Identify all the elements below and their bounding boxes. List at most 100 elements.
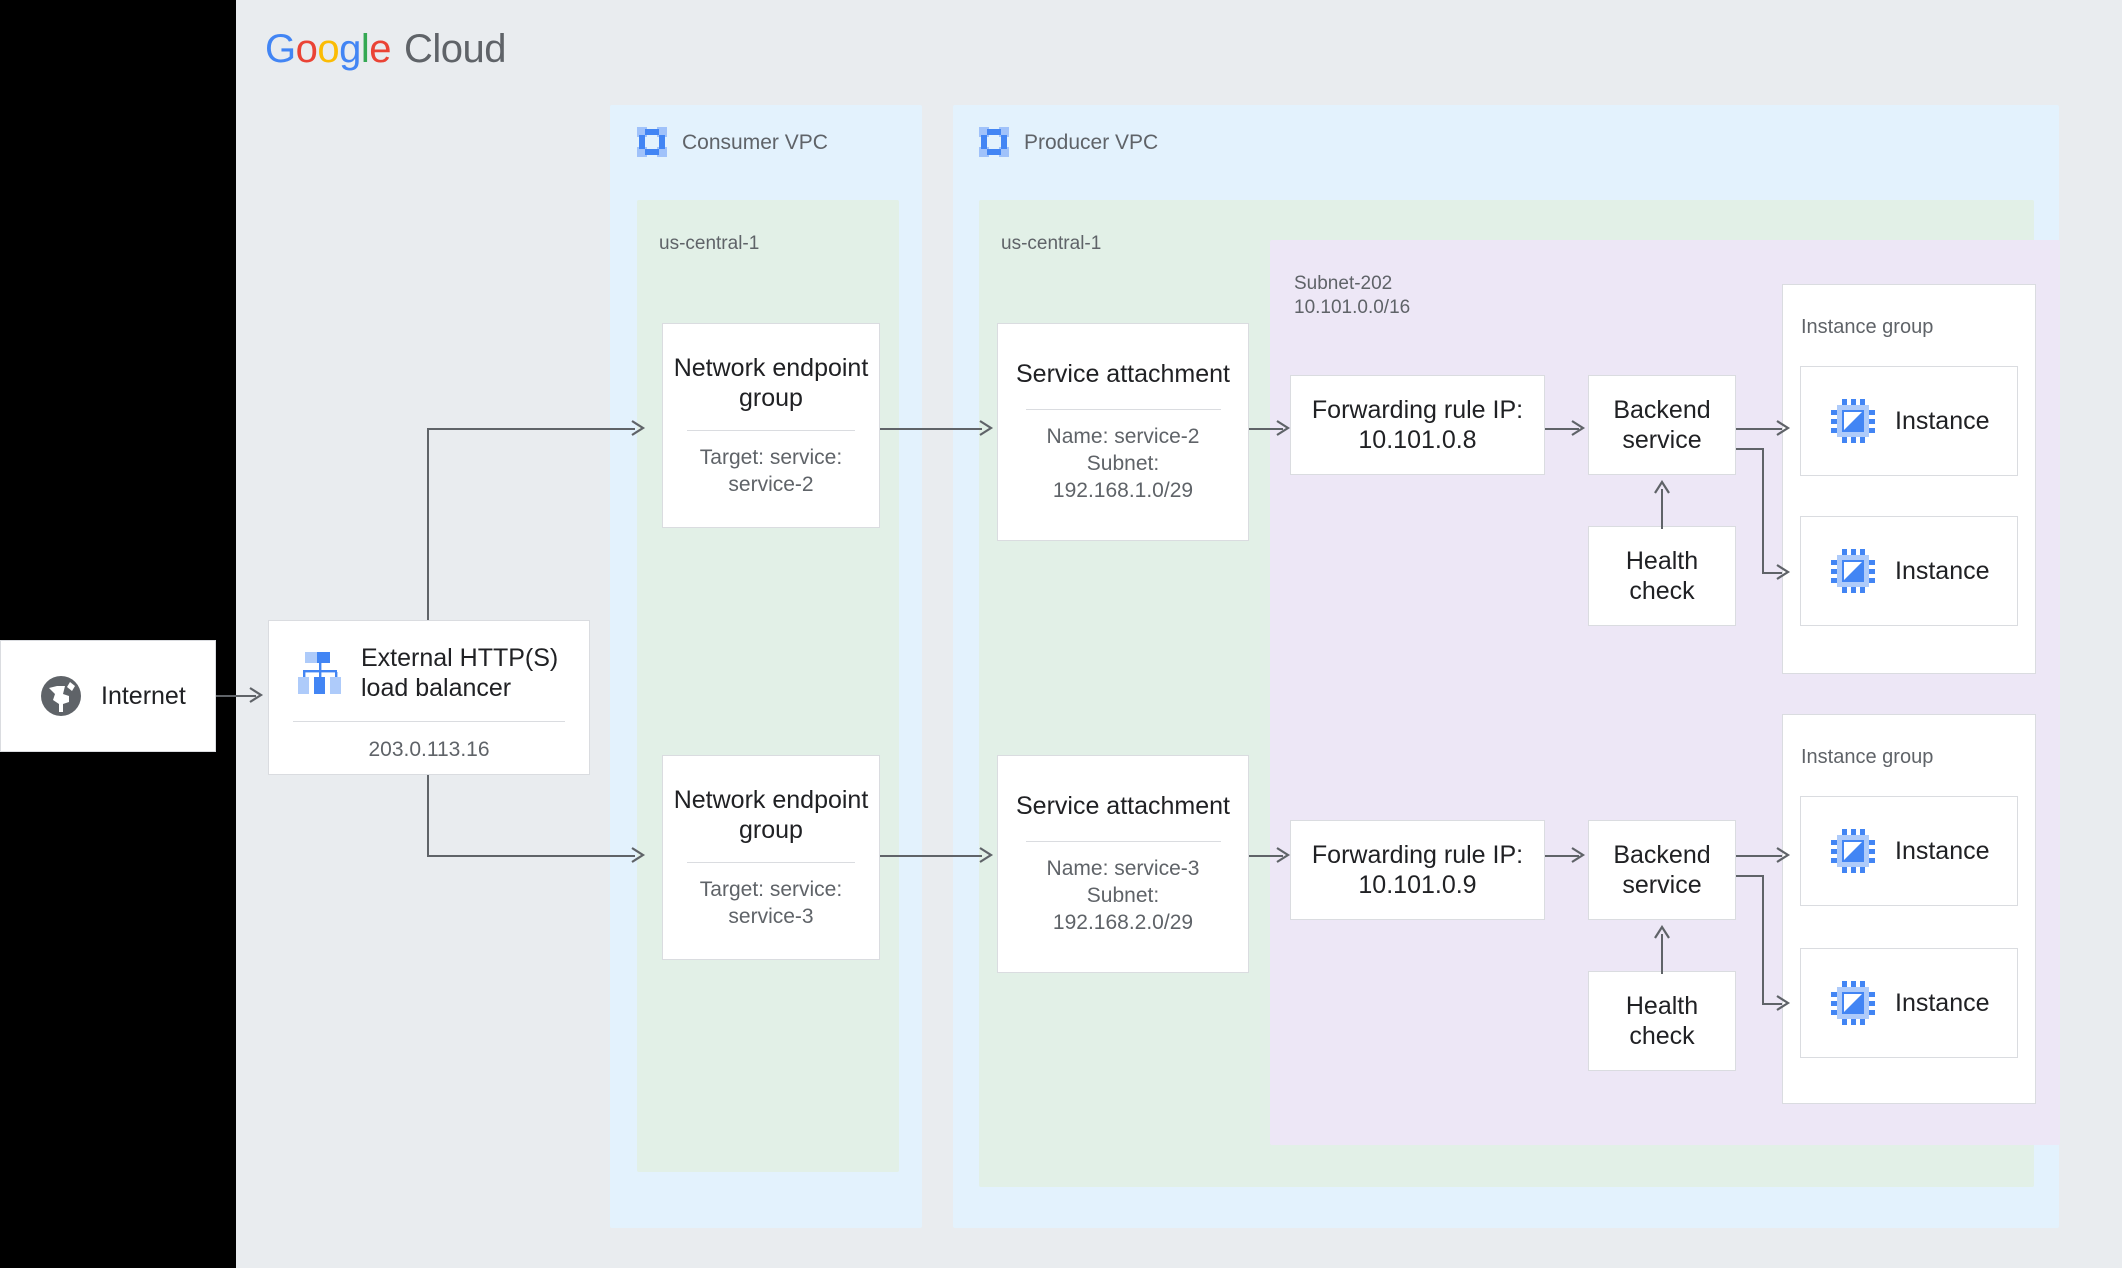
connector-sa2-to-fr2 xyxy=(1249,855,1283,857)
vm-instance-icon xyxy=(1831,829,1875,873)
google-cloud-logo: Google Cloud xyxy=(265,27,507,72)
backend-service-2-title: Backend service xyxy=(1613,840,1711,900)
producer-region-label: us-central-1 xyxy=(1001,233,1102,254)
logo-letter-g1: G xyxy=(265,27,296,71)
instance-1-1-label: Instance xyxy=(1895,406,1990,435)
arrowhead-icon xyxy=(248,686,264,709)
instance-1-2[interactable]: Instance xyxy=(1800,516,2018,626)
service-attachment-1-title: Service attachment xyxy=(1016,359,1230,388)
connector-bs2-to-instance2-h2 xyxy=(1762,1003,1782,1005)
health-check-1-title: Health check xyxy=(1625,546,1699,606)
neg-1-subtitle: Target: service: service-2 xyxy=(699,445,843,496)
internet-node[interactable]: Internet xyxy=(0,640,216,752)
connector-sa1-to-fr1 xyxy=(1249,428,1283,430)
logo-letter-e: e xyxy=(369,27,392,71)
arrowhead-icon xyxy=(1775,563,1791,586)
neg-2-title: Network endpoint group xyxy=(673,785,869,845)
arrowhead-icon xyxy=(978,846,994,869)
arrowhead-icon xyxy=(1653,479,1671,501)
connector-lb-to-neg2-horizontal xyxy=(427,855,635,857)
producer-vpc-title: Producer VPC xyxy=(1024,131,1159,154)
neg-2-subtitle: Target: service: service-3 xyxy=(699,877,843,928)
logo-letter-o2: o xyxy=(317,27,340,71)
consumer-vpc-title: Consumer VPC xyxy=(682,131,828,154)
arrowhead-icon xyxy=(1775,846,1791,869)
load-balancer-icon xyxy=(297,652,343,694)
forwarding-rule-2-title: Forwarding rule IP: 10.101.0.9 xyxy=(1311,840,1524,900)
backend-service-1[interactable]: Backend service xyxy=(1588,375,1736,475)
arrowhead-icon xyxy=(630,419,646,442)
arrowhead-icon xyxy=(1653,924,1671,946)
network-endpoint-group-1[interactable]: Network endpoint group Target: service: … xyxy=(662,323,880,528)
service-attachment-2-divider xyxy=(1025,841,1221,843)
instance-2-2-label: Instance xyxy=(1895,988,1990,1017)
forwarding-rule-1-title: Forwarding rule IP: 10.101.0.8 xyxy=(1311,395,1524,455)
connector-bs2-to-instance2-h1 xyxy=(1736,875,1764,877)
health-check-1[interactable]: Health check xyxy=(1588,526,1736,626)
vm-instance-icon xyxy=(1831,399,1875,443)
arrowhead-icon xyxy=(1775,419,1791,442)
instance-group-2-label: Instance group xyxy=(1801,746,1934,768)
connector-neg2-to-sa2 xyxy=(880,855,982,857)
connector-bs2-to-instance2-v xyxy=(1762,875,1764,1005)
connector-lb-to-neg1-vertical xyxy=(427,428,429,658)
connector-internet-to-lb xyxy=(216,695,256,697)
neg-1-title: Network endpoint group xyxy=(673,353,869,413)
connector-hc2-to-bs2 xyxy=(1661,934,1663,974)
load-balancer-divider xyxy=(293,721,565,722)
service-attachment-2-title: Service attachment xyxy=(1016,791,1230,820)
internet-label: Internet xyxy=(101,681,186,710)
connector-hc1-to-bs1 xyxy=(1661,489,1663,529)
connector-fr1-to-bs1 xyxy=(1545,428,1579,430)
connector-bs1-to-instance2-v xyxy=(1762,448,1764,574)
arrowhead-icon xyxy=(1775,994,1791,1017)
logo-word-cloud: Cloud xyxy=(404,27,507,71)
globe-icon xyxy=(39,674,83,718)
arrowhead-icon xyxy=(1275,846,1291,869)
logo-letter-g2: g xyxy=(339,27,361,71)
instance-2-2[interactable]: Instance xyxy=(1800,948,2018,1058)
service-attachment-2[interactable]: Service attachment Name: service-3 Subne… xyxy=(997,755,1249,973)
vm-instance-icon xyxy=(1831,549,1875,593)
neg-1-divider xyxy=(686,429,856,431)
service-attachment-2-subtitle: Name: service-3 Subnet: 192.168.2.0/29 xyxy=(1046,857,1200,935)
connector-bs1-to-instance2-h2 xyxy=(1762,572,1782,574)
arrowhead-icon xyxy=(978,419,994,442)
connector-lb-to-neg2-vertical xyxy=(427,745,429,857)
subnet-202-label: Subnet-202 10.101.0.0/16 xyxy=(1294,273,1411,318)
connector-neg1-to-sa1 xyxy=(880,428,982,430)
forwarding-rule-1[interactable]: Forwarding rule IP: 10.101.0.8 xyxy=(1290,375,1545,475)
consumer-region-label: us-central-1 xyxy=(659,233,760,254)
service-attachment-1-subtitle: Name: service-2 Subnet: 192.168.1.0/29 xyxy=(1046,425,1200,503)
arrowhead-icon xyxy=(630,846,646,869)
backend-service-2[interactable]: Backend service xyxy=(1588,820,1736,920)
neg-2-divider xyxy=(686,861,856,863)
service-attachment-1-divider xyxy=(1025,409,1221,411)
instance-1-1[interactable]: Instance xyxy=(1800,366,2018,476)
logo-letter-l: l xyxy=(360,27,370,71)
backend-service-1-title: Backend service xyxy=(1613,395,1711,455)
arrowhead-icon xyxy=(1570,419,1586,442)
instance-1-2-label: Instance xyxy=(1895,556,1990,585)
vm-instance-icon xyxy=(1831,981,1875,1025)
health-check-2-title: Health check xyxy=(1625,991,1699,1051)
vpc-icon xyxy=(979,127,1009,157)
external-load-balancer-node[interactable]: External HTTP(S) load balancer 203.0.113… xyxy=(268,620,590,775)
instance-group-1-label: Instance group xyxy=(1801,316,1934,338)
instance-2-1[interactable]: Instance xyxy=(1800,796,2018,906)
vpc-icon xyxy=(637,127,667,157)
connector-bs1-to-instance1 xyxy=(1736,428,1782,430)
health-check-2[interactable]: Health check xyxy=(1588,971,1736,1071)
connector-lb-to-neg1-horizontal xyxy=(427,428,635,430)
connector-bs2-to-instance1 xyxy=(1736,855,1782,857)
arrowhead-icon xyxy=(1275,419,1291,442)
load-balancer-ip: 203.0.113.16 xyxy=(368,738,490,761)
instance-2-1-label: Instance xyxy=(1895,836,1990,865)
forwarding-rule-2[interactable]: Forwarding rule IP: 10.101.0.9 xyxy=(1290,820,1545,920)
arrowhead-icon xyxy=(1570,846,1586,869)
connector-bs1-to-instance2-h1 xyxy=(1736,448,1764,450)
logo-letter-o1: o xyxy=(295,27,318,71)
network-endpoint-group-2[interactable]: Network endpoint group Target: service: … xyxy=(662,755,880,960)
service-attachment-1[interactable]: Service attachment Name: service-2 Subne… xyxy=(997,323,1249,541)
